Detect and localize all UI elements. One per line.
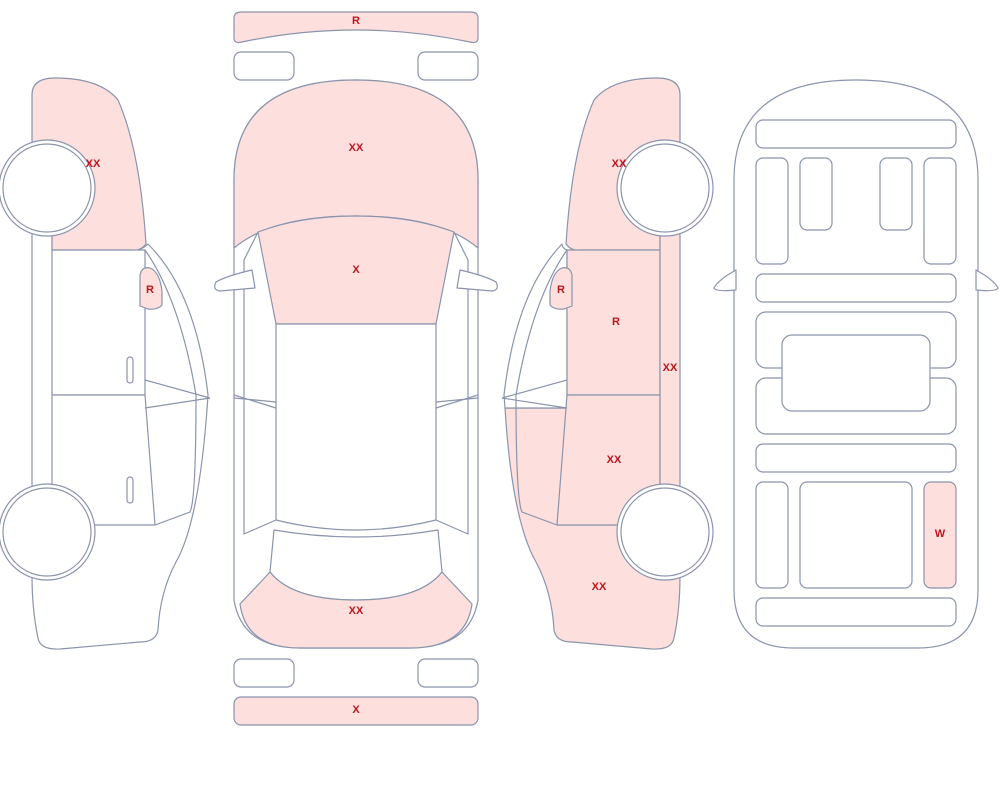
underbody-right-front-panel[interactable] xyxy=(923,157,957,265)
trunk-marker: XX xyxy=(349,605,364,617)
top-right-mirror[interactable] xyxy=(456,269,498,292)
front-bumper-marker: X xyxy=(352,704,360,716)
right-pillar-line xyxy=(501,379,568,409)
top-view: R XX X XX X xyxy=(214,11,498,726)
underbody-right-rear-panel[interactable] xyxy=(923,481,957,589)
right-rear-door-marker: XX xyxy=(607,454,622,466)
top-left-side-line xyxy=(243,231,277,535)
rear-left-light[interactable] xyxy=(233,51,295,81)
underbody-center-panel[interactable] xyxy=(781,334,931,412)
left-rear-handle[interactable] xyxy=(126,476,134,504)
right-window-line xyxy=(515,249,568,526)
right-rocker-marker: XX xyxy=(663,362,678,374)
top-left-pillar xyxy=(233,394,277,409)
left-front-fender-marker: XX xyxy=(86,158,101,170)
rear-right-light[interactable] xyxy=(417,51,479,81)
rear-window[interactable] xyxy=(269,529,443,601)
rear-bumper-marker: R xyxy=(352,15,360,27)
left-pillar-line xyxy=(144,379,211,409)
left-mirror[interactable] xyxy=(139,267,163,310)
underbody-front-bar[interactable] xyxy=(755,119,957,149)
left-window-line xyxy=(144,249,197,526)
top-right-pillar xyxy=(435,394,479,409)
hood-marker: XX xyxy=(349,142,364,154)
right-mirror-marker: R xyxy=(557,284,565,296)
left-front-wheel[interactable] xyxy=(2,143,92,233)
right-body-upper[interactable] xyxy=(503,243,568,409)
underbody-left-front-panel[interactable] xyxy=(755,157,789,265)
windshield-marker: X xyxy=(352,264,360,276)
left-rear-wheel[interactable] xyxy=(2,487,92,577)
right-front-wheel[interactable] xyxy=(620,143,710,233)
underbody-left-flap[interactable] xyxy=(713,269,737,292)
right-rear-quarter-marker: XX xyxy=(592,581,607,593)
underbody-left-rear-panel[interactable] xyxy=(755,481,789,589)
right-rear-wheel[interactable] xyxy=(620,487,710,577)
underbody-right-flap[interactable] xyxy=(975,269,999,292)
right-front-door[interactable] xyxy=(566,249,661,396)
right-rear-quarter[interactable] xyxy=(504,407,681,650)
underbody-view: W xyxy=(713,79,999,649)
trunk[interactable] xyxy=(239,571,473,649)
right-front-door-marker: R xyxy=(612,316,620,328)
underbody-left-inner-panel[interactable] xyxy=(799,157,833,231)
left-mirror-marker: R xyxy=(146,284,154,296)
front-left-light[interactable] xyxy=(233,658,295,688)
left-front-handle[interactable] xyxy=(126,356,134,384)
left-side-view: XX R xyxy=(0,77,211,650)
right-front-fender-marker: XX xyxy=(612,158,627,170)
front-right-light[interactable] xyxy=(417,658,479,688)
underbody-rear-bar[interactable] xyxy=(755,597,957,627)
top-left-mirror[interactable] xyxy=(214,269,256,292)
underbody-rear-center-panel[interactable] xyxy=(799,481,913,589)
underbody-right-panel-marker: W xyxy=(935,528,946,540)
underbody-cross-bar-1[interactable] xyxy=(755,273,957,303)
top-right-side-line xyxy=(435,231,469,535)
underbody-cross-bar-2[interactable] xyxy=(755,443,957,473)
right-mirror[interactable] xyxy=(549,267,573,310)
right-side-view: XX R R XX XX XX xyxy=(501,77,714,650)
right-rocker[interactable] xyxy=(659,229,681,521)
rear-bumper-strip[interactable] xyxy=(233,11,479,44)
roof[interactable] xyxy=(275,323,437,531)
windshield[interactable] xyxy=(257,215,455,325)
front-bumper-strip[interactable] xyxy=(233,696,479,726)
underbody-right-inner-panel[interactable] xyxy=(879,157,913,231)
